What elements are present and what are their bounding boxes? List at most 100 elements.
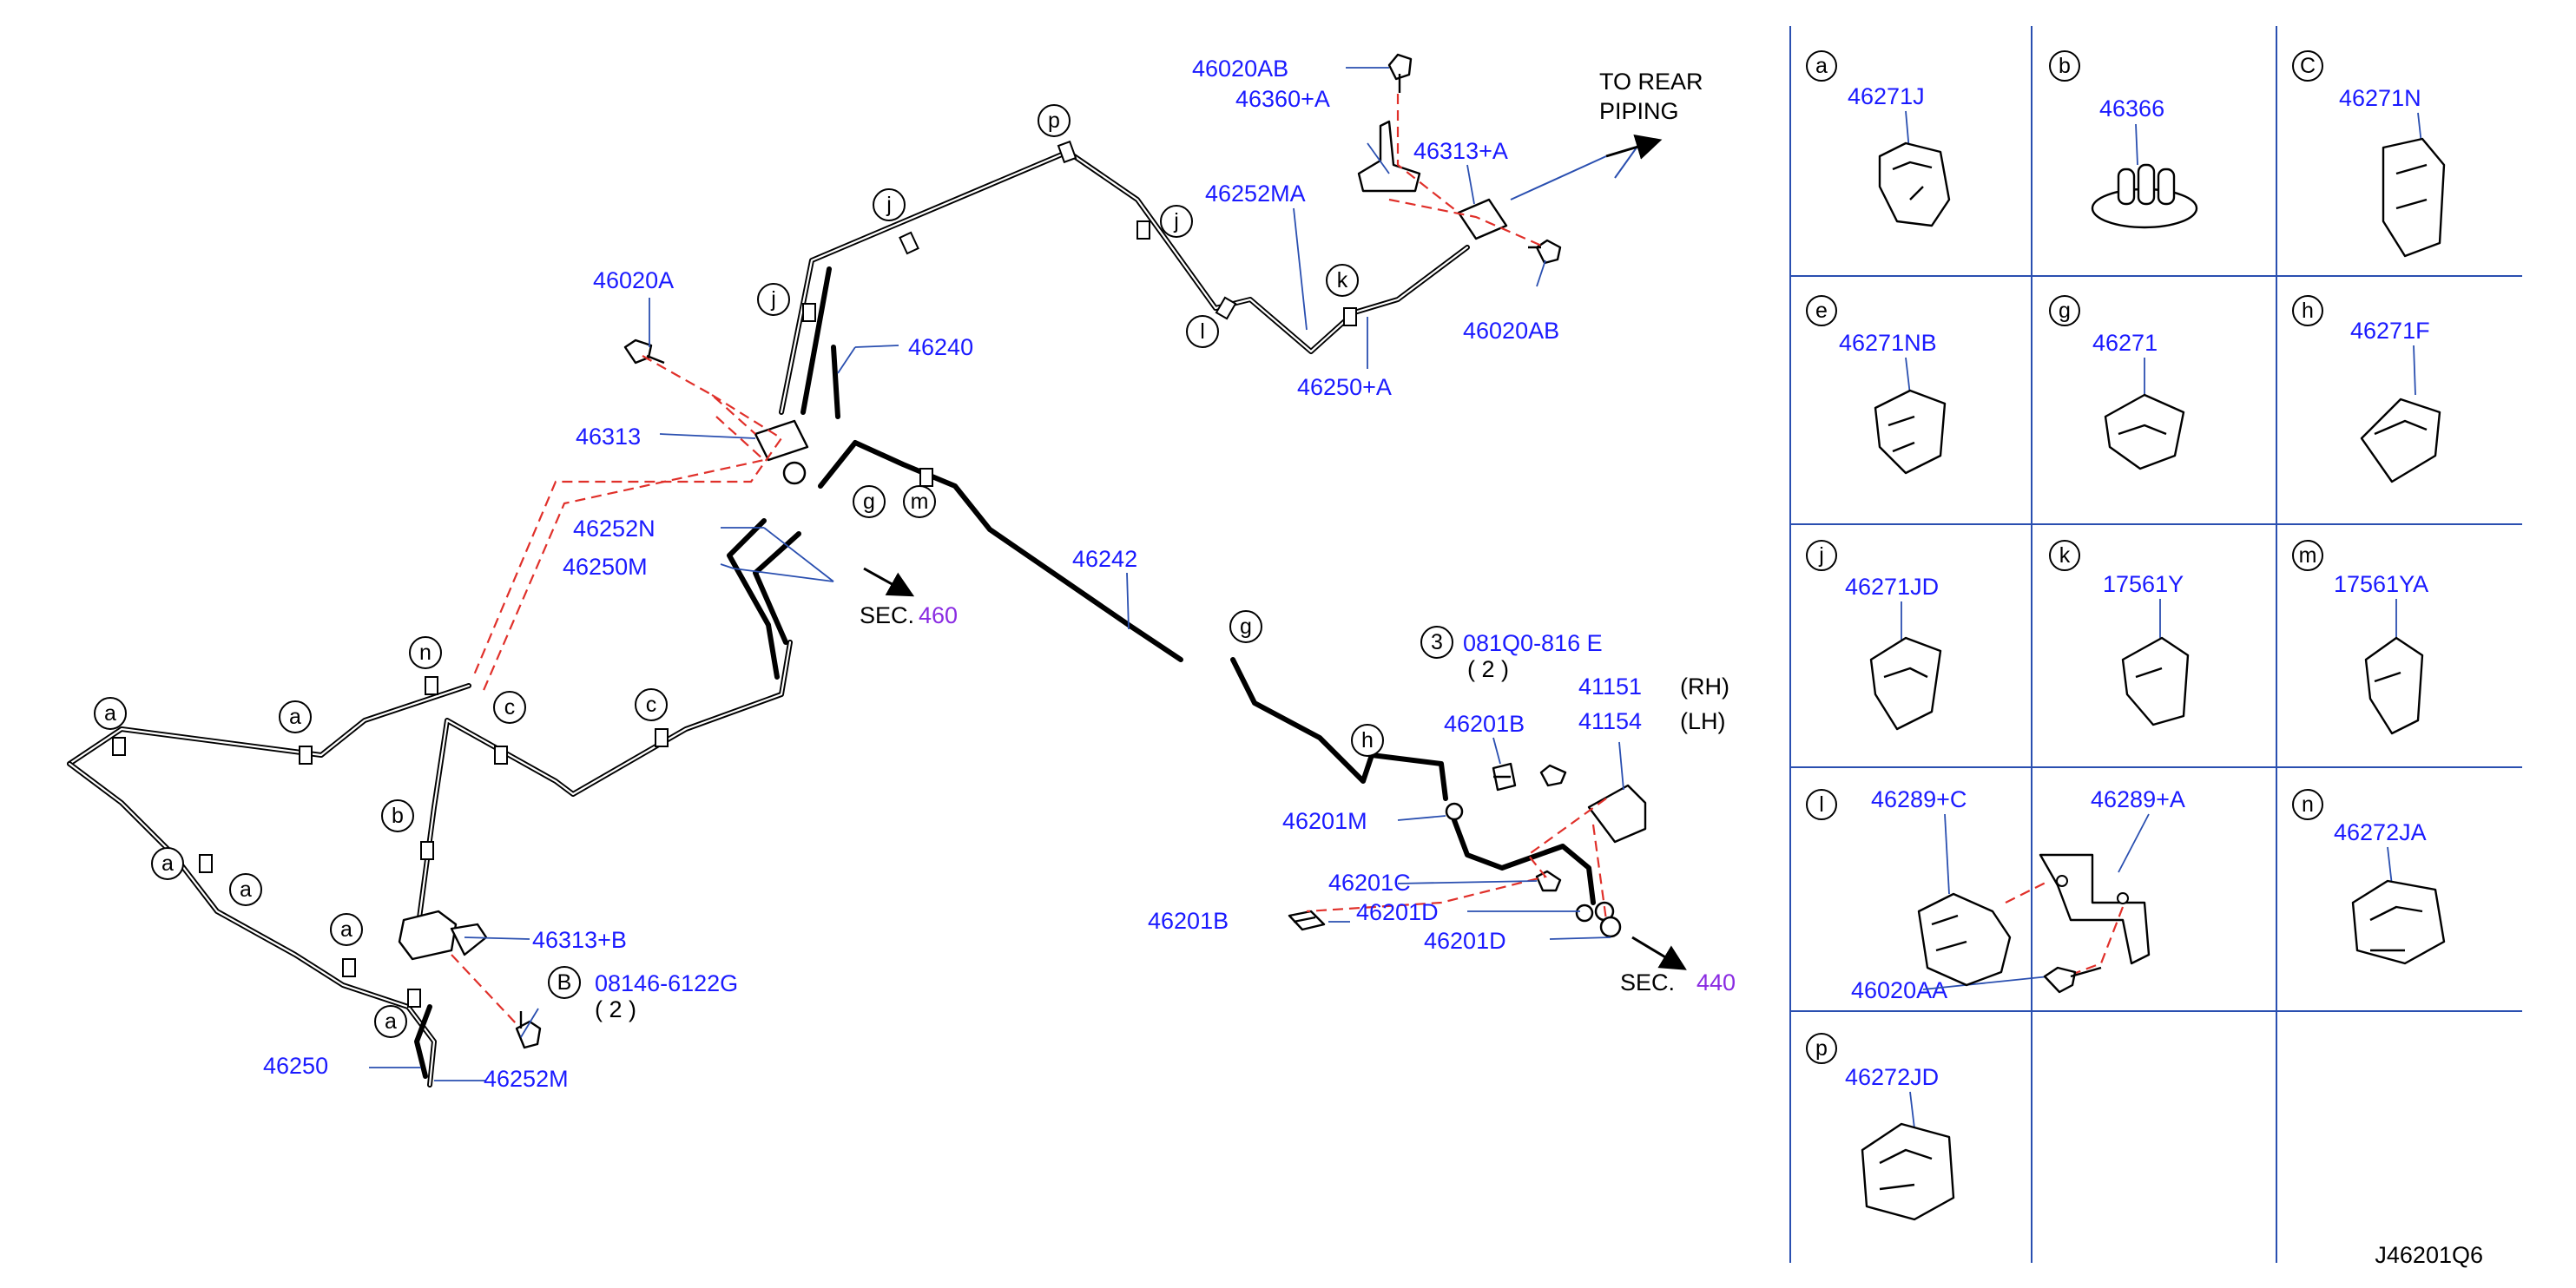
callout-k: k: [1326, 264, 1359, 297]
sec-440-label: SEC.: [1620, 969, 1675, 996]
svg-text:c: c: [504, 695, 516, 720]
callout-g: g: [1229, 610, 1262, 643]
label-46201B-bot: 46201B: [1148, 908, 1229, 934]
callout-g: g: [853, 485, 886, 518]
legend-letter: j: [1818, 543, 1824, 568]
label-411-rh: 41151: [1578, 674, 1642, 700]
clip-46271J-icon: [1878, 141, 1951, 227]
svg-text:j: j: [886, 193, 892, 217]
legend-part-number: 46366: [2099, 95, 2164, 122]
legend-cell-n: n 46272JA: [2292, 789, 2446, 965]
svg-text:p: p: [1048, 108, 1060, 133]
bolt-3-icon: [1539, 764, 1567, 787]
legend-part-number: 46271: [2092, 330, 2158, 356]
part-number-labels: 46020A 46240 46313 46252N 46250M 46242 4…: [263, 56, 1729, 1092]
callout-a: a: [330, 913, 363, 946]
label-46313: 46313: [576, 424, 641, 450]
legend-cell-a: a 46271J: [1806, 50, 1951, 227]
svg-text:a: a: [385, 1009, 397, 1034]
callout-a: a: [374, 1005, 407, 1038]
legend-letter: a: [1815, 54, 1828, 78]
label-46252N: 46252N: [573, 516, 656, 542]
legend-cell-j: j 46271JD: [1806, 540, 1942, 731]
leader-lines: [369, 67, 1624, 1081]
svg-text:c: c: [646, 693, 657, 717]
legend-cell-h: h 46271F: [2292, 295, 2441, 483]
callout-j: j: [873, 188, 906, 221]
label-46020AB-top: 46020AB: [1192, 56, 1288, 82]
bolt-08146-icon: [515, 1011, 542, 1049]
legend-part-number: 46271J: [1848, 83, 1925, 109]
legend-letter: l: [1819, 792, 1824, 817]
bracket-41154-icon: [1587, 784, 1647, 844]
label-46201D-a: 46201D: [1356, 899, 1439, 925]
svg-text:a: a: [104, 701, 116, 726]
pipe-letter-callouts: a a a a a a b c c g g h j j j k l m n p …: [94, 104, 1453, 1038]
label-46250M: 46250M: [563, 554, 648, 580]
callout-a: a: [151, 847, 184, 880]
label-46242: 46242: [1072, 546, 1137, 572]
legend-part-number: 46020AA: [1851, 977, 1947, 1003]
label-46201C: 46201C: [1328, 870, 1411, 896]
bracket-46289A-icon: [2039, 853, 2151, 965]
clip-46271JD-icon: [1869, 636, 1942, 731]
pipe-clips: [112, 140, 1357, 1008]
clip-46272JA-icon: [2351, 879, 2446, 965]
label-46201D-b: 46201D: [1424, 928, 1506, 954]
legend-part-number: 46271N: [2339, 85, 2421, 111]
label-bolt-3: 081Q0-816 E: [1463, 630, 1603, 656]
clip-17561Y-icon: [2121, 636, 2190, 726]
sec-460-number: 460: [919, 602, 958, 628]
legend-letter: e: [1815, 299, 1828, 323]
piping-label: PIPING: [1599, 98, 1679, 124]
brake-pipes: [67, 149, 1596, 1088]
callout-a: a: [229, 873, 262, 906]
label-46360A: 46360+A: [1235, 86, 1330, 112]
legend-letter: C: [2300, 54, 2316, 78]
label-08146-qty: ( 2 ): [595, 996, 636, 1022]
label-411-rh-side: (RH): [1680, 674, 1729, 700]
connector-46313A-icon: [1457, 198, 1508, 240]
hardware: [398, 53, 1647, 1049]
legend-cell-e: e 46271NB: [1806, 295, 1947, 475]
label-41154-side: (LH): [1680, 708, 1726, 734]
connector-46313B-icon: [398, 910, 458, 961]
assembly-dashed-lines: [451, 94, 1608, 1025]
legend-letter: b: [2059, 54, 2071, 78]
svg-text:k: k: [1337, 268, 1348, 292]
clip-17561YA-icon: [2364, 636, 2424, 735]
svg-text:l: l: [1200, 319, 1205, 344]
svg-text:g: g: [863, 490, 875, 514]
label-46313A: 46313+A: [1413, 138, 1508, 164]
legend-letter: m: [2299, 543, 2317, 568]
sec-440-number: 440: [1696, 969, 1736, 996]
legend-part-number: 46271JD: [1845, 574, 1939, 600]
clip-46272JD-icon: [1861, 1122, 1955, 1221]
washer-46201D-b-icon: [1599, 916, 1622, 938]
label-08146-6122G: 08146-6122G: [595, 970, 738, 996]
legend-part-number: 17561YA: [2334, 571, 2428, 597]
bolt-46020A-icon: [623, 338, 665, 365]
callout-p: p: [1038, 104, 1071, 137]
legend-part-number: 46289+A: [2091, 786, 2185, 812]
svg-text:a: a: [240, 877, 252, 902]
label-41154: 41154: [1578, 708, 1642, 734]
clip-46271NB-icon: [1874, 389, 1947, 475]
direction-arrows: [863, 134, 1687, 970]
legend-cell-p: p 46272JD: [1806, 1033, 1955, 1221]
legend-part-number: 46289+C: [1871, 786, 1967, 812]
legend-cell-l: l 46289+C 46289+A 46020AA: [1806, 786, 2185, 1003]
to-rear-label: TO REAR: [1599, 69, 1703, 95]
svg-text:g: g: [1240, 614, 1252, 639]
legend-grid: [1789, 26, 2522, 1263]
legend-part-number: 46271NB: [1839, 330, 1937, 356]
label-46201M: 46201M: [1282, 808, 1367, 834]
label-46250A: 46250+A: [1297, 374, 1392, 400]
svg-text:j: j: [1173, 209, 1179, 233]
callout-b: b: [381, 799, 414, 832]
legend-letter: k: [2059, 543, 2071, 568]
legend-part-number: 46271F: [2350, 318, 2430, 344]
label-46313B: 46313+B: [532, 927, 627, 953]
bolt-46020AB-top-icon: [1387, 53, 1413, 93]
callout-m: m: [903, 485, 936, 518]
